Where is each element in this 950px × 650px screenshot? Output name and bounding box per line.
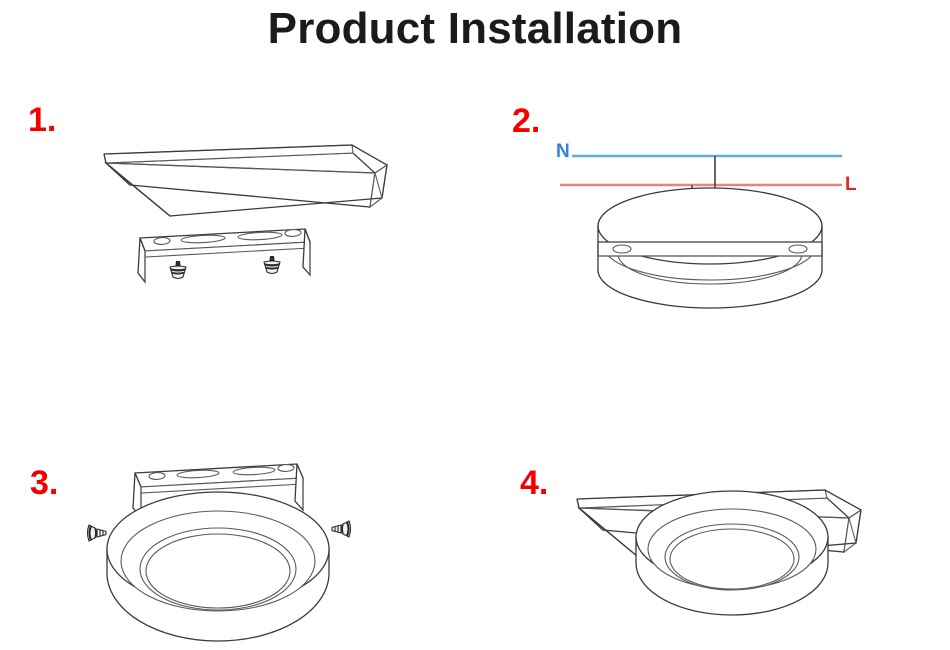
step-3-number: 3. — [30, 464, 59, 502]
step-2-number: 2. — [512, 102, 541, 140]
screw — [169, 261, 187, 280]
screw — [263, 256, 281, 275]
mounting-bracket — [132, 463, 304, 520]
step-3-illustration — [85, 445, 385, 642]
neutral-wire-label: N — [556, 141, 570, 162]
step-1-number: 1. — [28, 101, 57, 139]
step-4-illustration — [555, 475, 895, 635]
page-title: Product Installation — [267, 4, 683, 53]
mounting-bracket — [137, 228, 311, 284]
step-4-number: 4. — [520, 464, 549, 502]
ceiling-plate — [103, 144, 388, 217]
live-wire-label: L — [845, 174, 857, 195]
light-fixture — [635, 490, 829, 616]
mounting-bracket — [597, 241, 823, 257]
screw — [86, 524, 107, 542]
light-fixture — [106, 491, 330, 642]
screw — [331, 520, 352, 538]
step-2-illustration — [530, 130, 900, 330]
step-1-illustration — [60, 130, 400, 300]
